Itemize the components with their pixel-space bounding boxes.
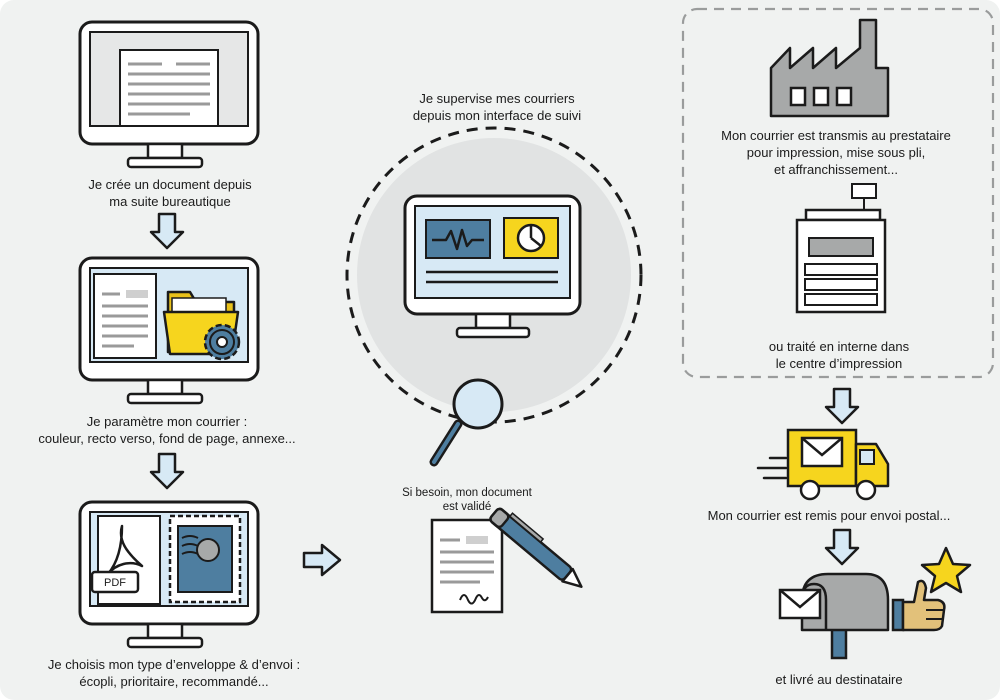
caption-line: Je choisis mon type d’enveloppe & d’envo… (47, 657, 301, 672)
star-icon (920, 546, 972, 594)
step-internal-caption: ou traité en interne dans le centre d’im… (769, 338, 909, 372)
caption-line: pour impression, mise sous pli, (746, 145, 926, 160)
caption-line: Je crée un document depuis (88, 177, 252, 192)
pdf-label: PDF (104, 577, 126, 589)
dashboard-monitor-icon (403, 194, 582, 339)
step-postal-caption: Mon courrier est remis pour envoi postal… (708, 507, 951, 524)
down-arrow-icon (149, 452, 185, 490)
caption-line: Je paramètre mon courrier : (86, 414, 248, 429)
caption-line: Mon courrier est transmis au prestataire (721, 128, 951, 143)
caption-line: écopli, prioritaire, recommandé... (79, 674, 269, 689)
step-envelope-caption: Je choisis mon type d’enveloppe & d’envo… (48, 656, 300, 690)
printer-icon (795, 183, 887, 314)
signed-document-icon (430, 518, 504, 614)
caption-line: et affranchissement... (773, 162, 899, 177)
factory-icon (769, 18, 890, 118)
caption-line: couleur, recto verso, fond de page, anne… (38, 431, 296, 446)
step-supervise-caption: Je supervise mes courriers depuis mon in… (413, 90, 581, 124)
caption-line: Si besoin, mon document (402, 487, 532, 499)
step-provider-caption: Mon courrier est transmis au prestataire… (721, 127, 951, 178)
caption-line: ma suite bureautique (109, 194, 231, 209)
magnifier-icon (429, 378, 504, 467)
right-arrow-icon (302, 543, 342, 577)
caption-line: Mon courrier est remis pour envoi postal… (707, 508, 951, 523)
computer-folder-gear-icon (78, 256, 260, 405)
caption-line: Je supervise mes courriers (419, 91, 575, 106)
caption-line: depuis mon interface de suivi (412, 108, 582, 123)
caption-line: est validé (442, 501, 492, 513)
step-validate-caption: Si besoin, mon document est validé (402, 486, 532, 514)
pen-icon (489, 507, 583, 588)
step-create-caption: Je crée un document depuis ma suite bure… (88, 176, 251, 210)
caption-line: ou traité en interne dans (768, 339, 910, 354)
thumbs-up-icon (891, 579, 946, 632)
print-options-box (681, 7, 995, 379)
step-configure-caption: Je paramètre mon courrier : couleur, rec… (38, 413, 295, 447)
caption-line: et livré au destinataire (775, 672, 903, 687)
caption-line: le centre d’impression (775, 356, 903, 371)
delivery-truck-icon (756, 428, 890, 501)
mailbox-icon (778, 572, 890, 660)
computer-pdf-stamp-icon: PDF (78, 500, 260, 649)
computer-document-icon (78, 20, 260, 169)
down-arrow-icon (149, 212, 185, 250)
step-delivered-caption: et livré au destinataire (775, 671, 902, 688)
down-arrow-icon (824, 387, 860, 425)
down-arrow-icon (824, 528, 860, 566)
